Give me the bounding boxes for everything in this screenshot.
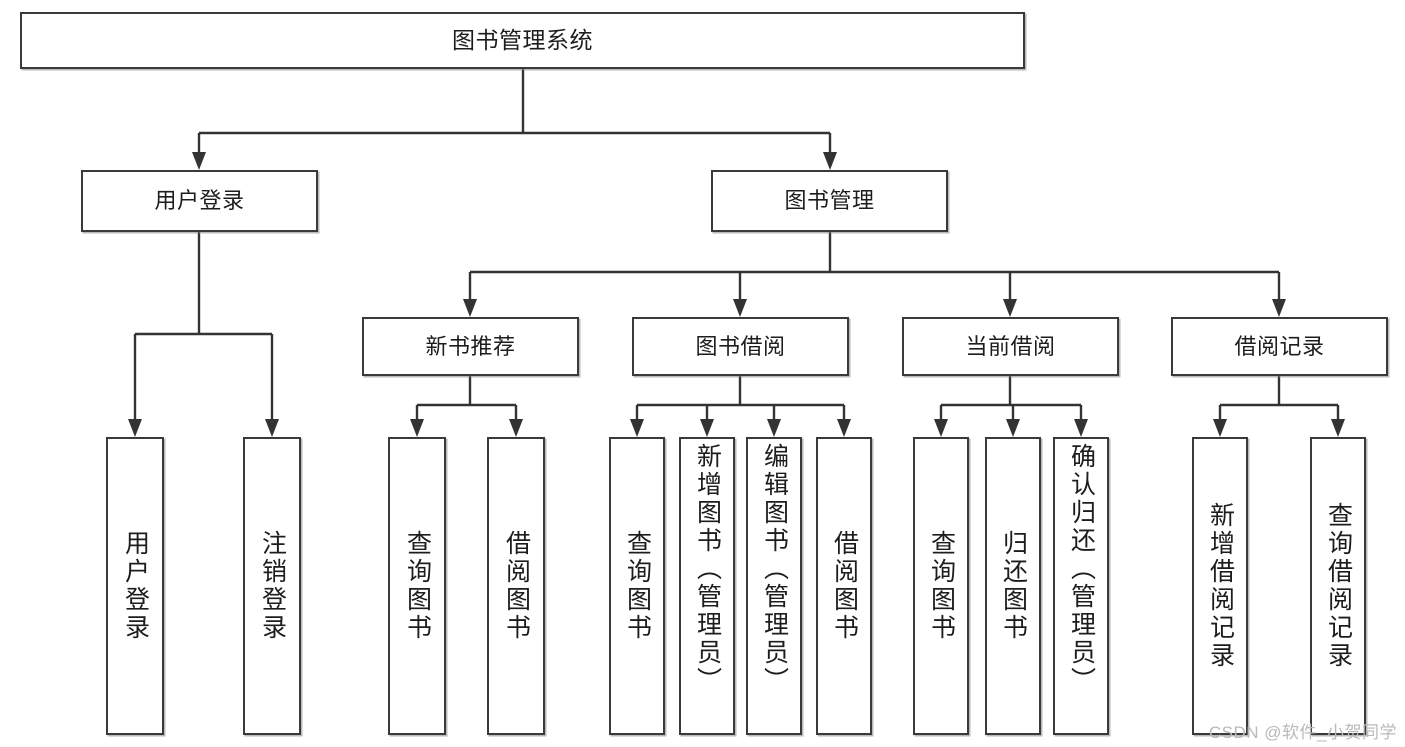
node-borrow-record[interactable]: 借阅记录	[1171, 317, 1388, 376]
node-label: 编辑图书（管理员）	[760, 443, 789, 695]
node-label: 查询借阅记录	[1324, 502, 1353, 670]
node-label: 新增图书（管理员）	[693, 443, 722, 695]
connector-newbook-to-leaves	[410, 376, 523, 437]
node-leaf-confirm-return-admin[interactable]: 确认归还（管理员）	[1053, 437, 1109, 735]
node-label: 借阅图书	[830, 530, 859, 642]
node-leaf-add-borrow-record[interactable]: 新增借阅记录	[1192, 437, 1248, 735]
connector-bookborrow-to-leaves	[630, 376, 851, 437]
connector-bookmgmt-to-level3	[463, 232, 1286, 317]
node-label: 图书管理	[784, 188, 875, 214]
node-label: 新书推荐	[425, 333, 516, 359]
node-label: 归还图书	[999, 530, 1028, 642]
node-label: 借阅图书	[502, 530, 531, 642]
node-leaf-return-book[interactable]: 归还图书	[985, 437, 1041, 735]
node-root-system[interactable]: 图书管理系统	[20, 12, 1025, 69]
connector-borrowrecord-to-leaves	[1213, 376, 1345, 437]
node-label: 查询图书	[927, 530, 956, 642]
node-label: 新增借阅记录	[1206, 502, 1235, 670]
node-leaf-query-book-borrow[interactable]: 查询图书	[609, 437, 665, 735]
node-leaf-borrow-book[interactable]: 借阅图书	[816, 437, 872, 735]
node-label: 图书借阅	[695, 333, 786, 359]
node-leaf-add-book-admin[interactable]: 新增图书（管理员）	[679, 437, 735, 735]
node-label: 借阅记录	[1234, 333, 1325, 359]
csdn-watermark: CSDN @软件_小贺同学	[1208, 723, 1397, 742]
node-label: 注销登录	[258, 530, 287, 642]
node-label: 当前借阅	[965, 333, 1056, 359]
node-leaf-logout[interactable]: 注销登录	[243, 437, 301, 735]
node-user-login[interactable]: 用户登录	[81, 170, 318, 232]
node-label: 确认归还（管理员）	[1067, 443, 1096, 695]
node-leaf-borrow-book-recommend[interactable]: 借阅图书	[487, 437, 545, 735]
node-label: 图书管理系统	[452, 27, 593, 54]
node-label: 查询图书	[623, 530, 652, 642]
node-book-borrow[interactable]: 图书借阅	[632, 317, 849, 376]
node-new-book-recommend[interactable]: 新书推荐	[362, 317, 579, 376]
node-book-management[interactable]: 图书管理	[711, 170, 948, 232]
node-label: 用户登录	[121, 530, 150, 642]
node-label: 查询图书	[403, 530, 432, 642]
node-leaf-query-borrow-record[interactable]: 查询借阅记录	[1310, 437, 1366, 735]
node-current-borrow[interactable]: 当前借阅	[902, 317, 1119, 376]
connector-userlogin-to-leaves	[128, 232, 279, 437]
node-leaf-query-book-recommend[interactable]: 查询图书	[388, 437, 446, 735]
node-leaf-edit-book-admin[interactable]: 编辑图书（管理员）	[746, 437, 802, 735]
node-leaf-query-book-current[interactable]: 查询图书	[913, 437, 969, 735]
node-leaf-user-login[interactable]: 用户登录	[106, 437, 164, 735]
node-label: 用户登录	[154, 188, 245, 214]
connector-currentborrow-to-leaves	[934, 376, 1088, 437]
connector-root-to-level2	[192, 69, 837, 170]
